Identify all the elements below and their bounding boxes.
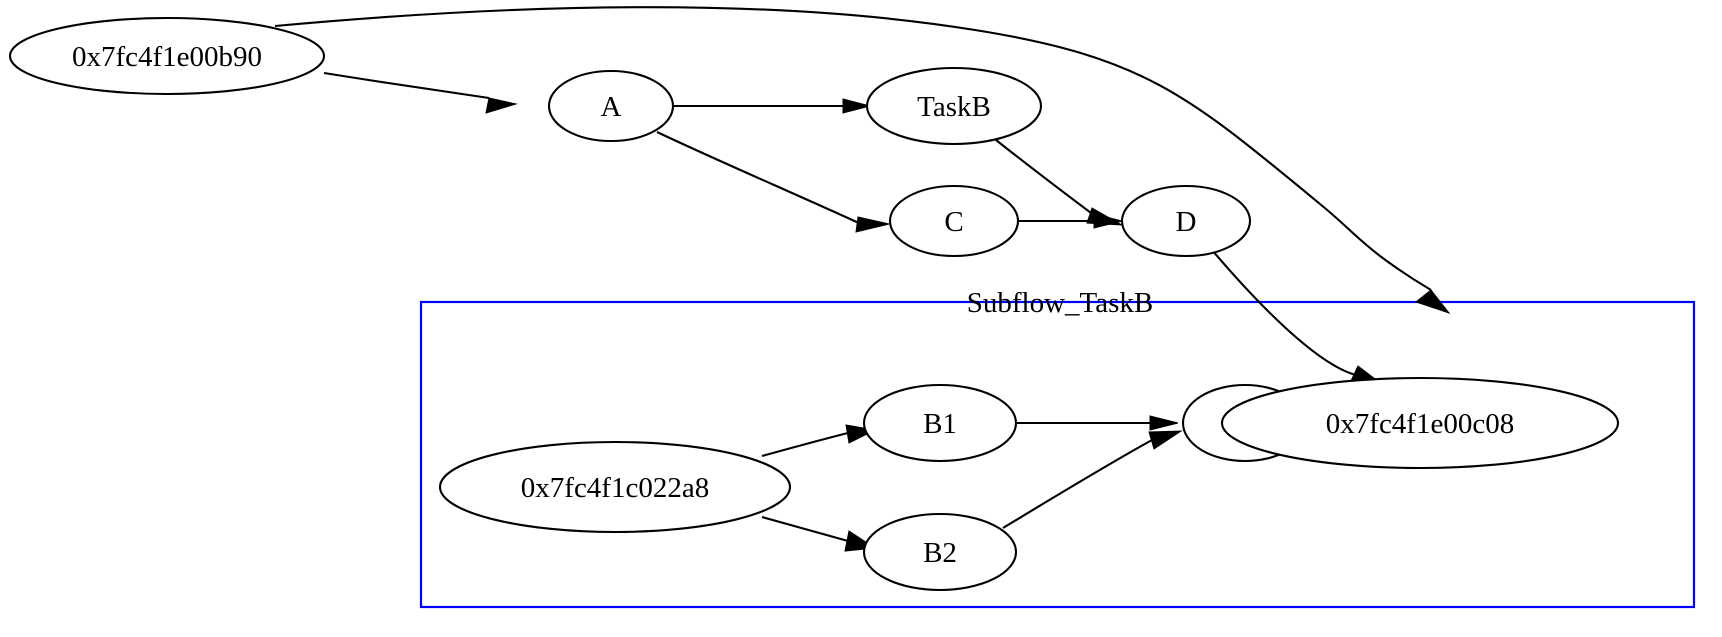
arrowhead-icon	[485, 97, 518, 114]
arrowhead-icon	[1148, 430, 1183, 450]
edge-subroot-to-B1[interactable]	[761, 424, 877, 458]
edge-line	[1211, 249, 1361, 378]
node-label: A	[601, 91, 622, 123]
node-A[interactable]: A	[547, 69, 675, 143]
node-label: C	[944, 206, 963, 238]
node-shape	[862, 512, 1018, 592]
node-TaskB[interactable]: TaskB	[865, 66, 1043, 146]
node-label: 0x7fc4f1e00c08	[1326, 408, 1514, 440]
node-shape	[547, 69, 675, 143]
node-0x7fc4f1e00b90[interactable]: 0x7fc4f1e00b90	[8, 16, 326, 96]
edge-B1-to-B3[interactable]	[1016, 415, 1179, 431]
cluster-label: Subflow_TaskB	[967, 287, 1153, 319]
node-label: B1	[923, 408, 957, 440]
edge-line	[1002, 439, 1153, 529]
node-label: D	[1176, 206, 1197, 238]
node-shape	[865, 66, 1043, 146]
arrowhead-icon	[842, 98, 872, 114]
node-label: 0x7fc4f1e00b90	[72, 41, 262, 73]
arrowhead-icon	[1414, 289, 1451, 314]
edge-subroot-to-B2[interactable]	[761, 515, 877, 552]
cluster-subflow-taskb[interactable]: Subflow_TaskB	[419, 287, 1696, 609]
node-C[interactable]: C	[888, 184, 1020, 258]
node-shape	[1120, 184, 1252, 258]
node-label: 0x7fc4f1c022a8	[521, 472, 709, 504]
edges-layer	[274, 6, 1451, 552]
node-B1[interactable]: B1	[862, 383, 1018, 463]
node-shape	[862, 383, 1018, 463]
edge-line	[274, 6, 1432, 291]
edge-line	[656, 131, 862, 225]
edge-line	[761, 431, 849, 458]
edge-A-to-C[interactable]	[656, 131, 890, 233]
edge-B2-to-B3[interactable]	[1002, 430, 1183, 529]
edge-root-to-sink[interactable]	[274, 6, 1451, 314]
node-shape	[1220, 376, 1620, 470]
node-shape	[888, 184, 1020, 258]
edge-root-to-A[interactable]	[323, 71, 518, 114]
node-0x7fc4f1e00c08[interactable]: 0x7fc4f1e00c08	[1220, 376, 1620, 470]
edge-C-to-D[interactable]	[1018, 213, 1123, 229]
node-D[interactable]: D	[1120, 184, 1252, 258]
cluster-border	[419, 300, 1696, 609]
edge-line	[761, 515, 849, 543]
node-shape	[8, 16, 326, 96]
arrowhead-icon	[855, 216, 890, 233]
arrowhead-icon	[1149, 415, 1179, 431]
node-shape	[438, 440, 792, 534]
node-label: TaskB	[917, 91, 991, 123]
arrowhead-icon	[1093, 213, 1123, 229]
node-B2[interactable]: B2	[862, 512, 1018, 592]
edge-line	[323, 71, 490, 100]
edge-D-to-sink[interactable]	[1211, 249, 1385, 386]
node-0x7fc4f1c022a8[interactable]: 0x7fc4f1c022a8	[438, 440, 792, 534]
nodes-layer: 0x7fc4f1e00b90 A TaskB C D 0x7fc4f1c022a…	[8, 16, 1620, 592]
edge-line	[995, 139, 1096, 217]
node-label: B2	[923, 537, 957, 569]
edge-A-to-TaskB[interactable]	[673, 98, 872, 114]
